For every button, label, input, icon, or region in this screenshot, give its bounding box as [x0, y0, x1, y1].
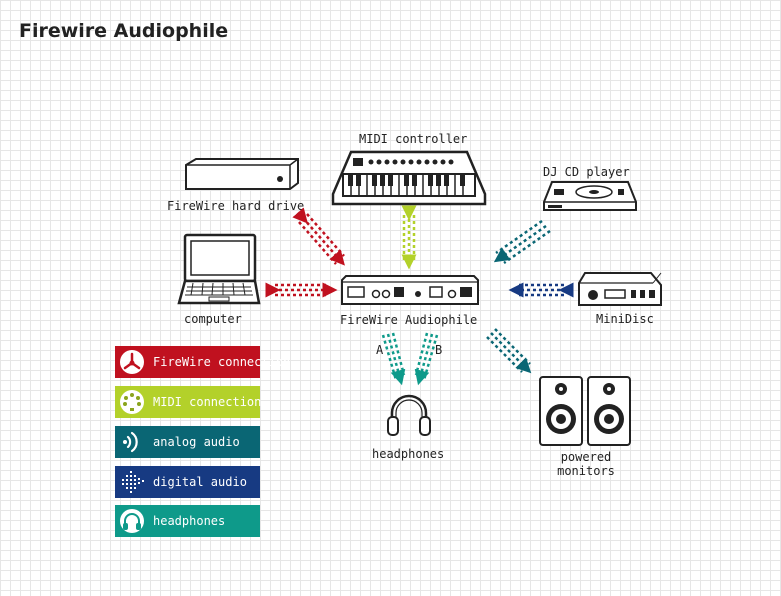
- headphones-icon: [120, 509, 144, 533]
- headphones-link-a: [386, 333, 406, 386]
- legend-firewire: FireWire connection: [115, 346, 290, 378]
- legend-midi: MIDI connection: [115, 386, 262, 418]
- powered-monitors-icon: [539, 376, 631, 446]
- output-b-label: B: [435, 343, 443, 357]
- hard-drive-icon: [185, 158, 299, 190]
- computer-label: computer: [184, 312, 242, 326]
- legend-digital: digital audio: [115, 466, 260, 498]
- legend-analog: analog audio: [115, 426, 260, 458]
- hard-drive-label: FireWire hard drive: [167, 199, 305, 213]
- minidisc-label: MiniDisc: [596, 312, 654, 326]
- monitors-label-line: monitors: [557, 464, 615, 478]
- output-a-label: A: [376, 343, 384, 357]
- legend-digital-label: digital audio: [153, 475, 247, 489]
- headphones-device-icon: [387, 394, 431, 436]
- firewire-link-hard-drive: [292, 207, 345, 266]
- powered-monitors-label: powered monitors: [548, 450, 624, 478]
- cd-player-label: DJ CD player: [543, 165, 630, 179]
- legend-firewire-label: FireWire connection: [153, 355, 291, 369]
- powered-label-line: powered: [560, 450, 612, 464]
- headphones-label: headphones: [372, 447, 445, 461]
- analog-link-monitors: [490, 332, 532, 374]
- midi-controller-icon: [331, 150, 487, 206]
- legend-analog-label: analog audio: [153, 435, 240, 449]
- legend-midi-label: MIDI connection: [153, 395, 262, 409]
- firewire-audiophile-label: FireWire Audiophile: [340, 313, 478, 327]
- page-title: Firewire Audiophile: [19, 20, 229, 42]
- midi-icon: [120, 390, 144, 414]
- legend-headphones: headphones: [115, 505, 260, 537]
- minidisc-icon: [578, 272, 662, 306]
- cd-player-icon: [543, 181, 637, 211]
- headphones-link-b: [414, 333, 434, 386]
- analog-link-cd-player: [493, 224, 547, 263]
- firewire-audiophile-icon: [341, 275, 479, 305]
- computer-icon: [177, 233, 261, 305]
- analog-audio-icon: [123, 431, 138, 453]
- midi-controller-label: MIDI controller: [359, 132, 468, 146]
- firewire-icon: [120, 350, 144, 374]
- legend-headphones-label: headphones: [153, 514, 226, 528]
- digital-audio-icon: [122, 471, 144, 493]
